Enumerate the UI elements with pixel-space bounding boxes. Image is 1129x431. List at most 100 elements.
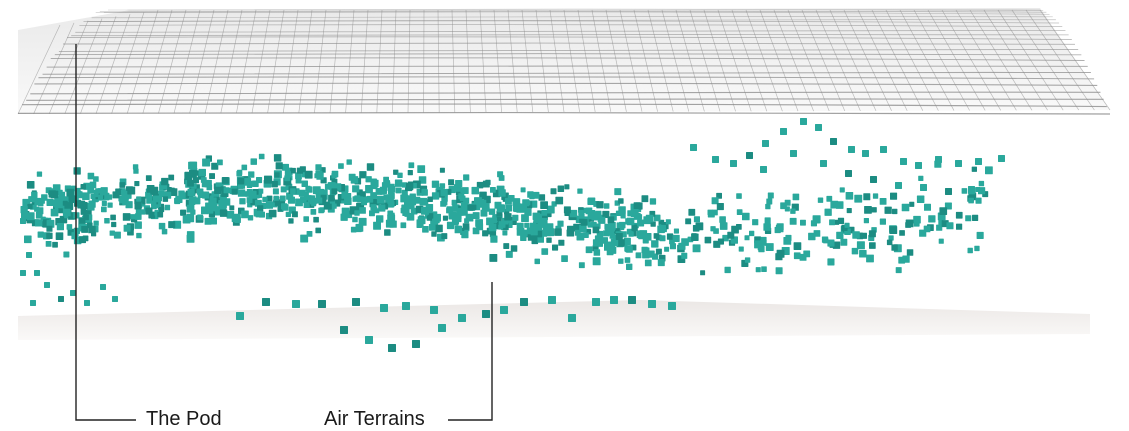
terrain-cube [976, 231, 984, 239]
terrain-cube [583, 232, 589, 238]
terrain-cube [707, 209, 713, 216]
terrain-cube [313, 216, 319, 223]
terrain-cube [275, 162, 283, 170]
terrain-cube [727, 231, 735, 239]
mesh-column-line [33, 22, 75, 115]
mesh-column-line [142, 9, 173, 114]
terrain-cube [393, 169, 399, 175]
mesh-column-line [329, 9, 341, 113]
terrain-cube [808, 232, 816, 241]
mesh-column-line [577, 9, 596, 112]
terrain-cube [692, 244, 701, 253]
terrain-cube [262, 298, 270, 306]
terrain-cube [161, 228, 168, 235]
terrain-cube [58, 191, 66, 199]
terrain-cube [593, 249, 601, 256]
terrain-cube [66, 188, 75, 197]
terrain-cube [39, 198, 45, 204]
terrain-cube [625, 218, 632, 225]
mesh-column-line [521, 9, 534, 113]
mesh-column-line [465, 9, 471, 113]
pod-leader-line [75, 44, 136, 421]
terrain-cube [653, 214, 661, 222]
terrain-cube [26, 181, 35, 189]
terrain-cube [459, 195, 466, 202]
terrain-cube [790, 208, 796, 214]
terrain-cube [206, 206, 214, 214]
terrain-cube [168, 221, 176, 229]
terrain-cube [110, 214, 116, 221]
terrain-cube [340, 326, 348, 334]
terrain-cube [439, 183, 446, 189]
terrain-cube [384, 182, 391, 188]
terrain-cube [448, 179, 455, 186]
terrain-cube [693, 216, 700, 223]
terrain-cube [474, 197, 482, 205]
terrain-cube [624, 245, 631, 252]
terrain-cube [761, 266, 767, 272]
terrain-cube [754, 240, 763, 249]
terrain-cube [316, 197, 323, 204]
mesh-column-line [983, 9, 1048, 111]
mesh-column-line [1025, 9, 1095, 111]
terrain-cube [168, 174, 175, 181]
terrain-cube [752, 219, 759, 226]
terrain-cube [435, 224, 443, 233]
terrain-cube [498, 189, 506, 197]
ground-plane [18, 300, 1090, 340]
terrain-cube [868, 230, 876, 238]
terrain-cube [438, 324, 446, 332]
mesh-row-line [54, 53, 1082, 56]
terrain-cube [690, 144, 697, 151]
terrain-cube [561, 255, 568, 262]
terrain-cube [920, 184, 927, 191]
mesh-column-line [17, 24, 61, 115]
mesh-column-line [899, 9, 955, 111]
terrain-cube [659, 235, 666, 242]
terrain-cube [975, 158, 982, 165]
terrain-cube [187, 188, 195, 196]
terrain-cube [401, 182, 408, 188]
terrain-cube [400, 207, 407, 214]
terrain-cube [279, 195, 286, 202]
terrain-cube [620, 213, 626, 219]
terrain-cube [516, 228, 525, 236]
terrain-cube [724, 266, 731, 274]
terrain-cube [886, 239, 893, 246]
mesh-column-line [871, 9, 924, 111]
terrain-cube [852, 231, 860, 239]
terrain-cube [655, 248, 662, 255]
terrain-cube [133, 168, 139, 174]
terrain-cube [749, 230, 755, 237]
terrain-cube [871, 207, 877, 213]
pod-mesh-surface [18, 8, 1110, 114]
terrain-cube [73, 167, 81, 175]
terrain-cube [650, 221, 656, 227]
terrain-cube [286, 193, 293, 200]
mesh-column-line [745, 9, 783, 112]
mesh-row-line [46, 65, 1088, 68]
terrain-cube [397, 172, 403, 178]
terrain-cube [210, 217, 217, 225]
terrain-cube [430, 306, 438, 314]
terrain-cube [815, 124, 822, 131]
terrain-cube [550, 188, 557, 195]
terrain-cube [956, 223, 963, 230]
terrain-cube [968, 197, 974, 204]
terrain-cube [186, 234, 195, 243]
mesh-column-line [345, 9, 355, 113]
terrain-cube [651, 240, 659, 248]
terrain-cube [175, 195, 183, 203]
terrain-cube [395, 187, 402, 194]
terrain-cube [938, 238, 944, 244]
mesh-column-line [731, 9, 768, 112]
terrain-cube [417, 216, 426, 225]
terrain-cube [328, 194, 335, 202]
terrain-cube [552, 244, 559, 251]
terrain-cube [84, 300, 90, 306]
terrain-cube [52, 184, 61, 192]
terrain-cube [62, 208, 71, 217]
terrain-cube [592, 226, 600, 234]
terrain-cube [370, 192, 378, 199]
terrain-cube [184, 171, 193, 180]
